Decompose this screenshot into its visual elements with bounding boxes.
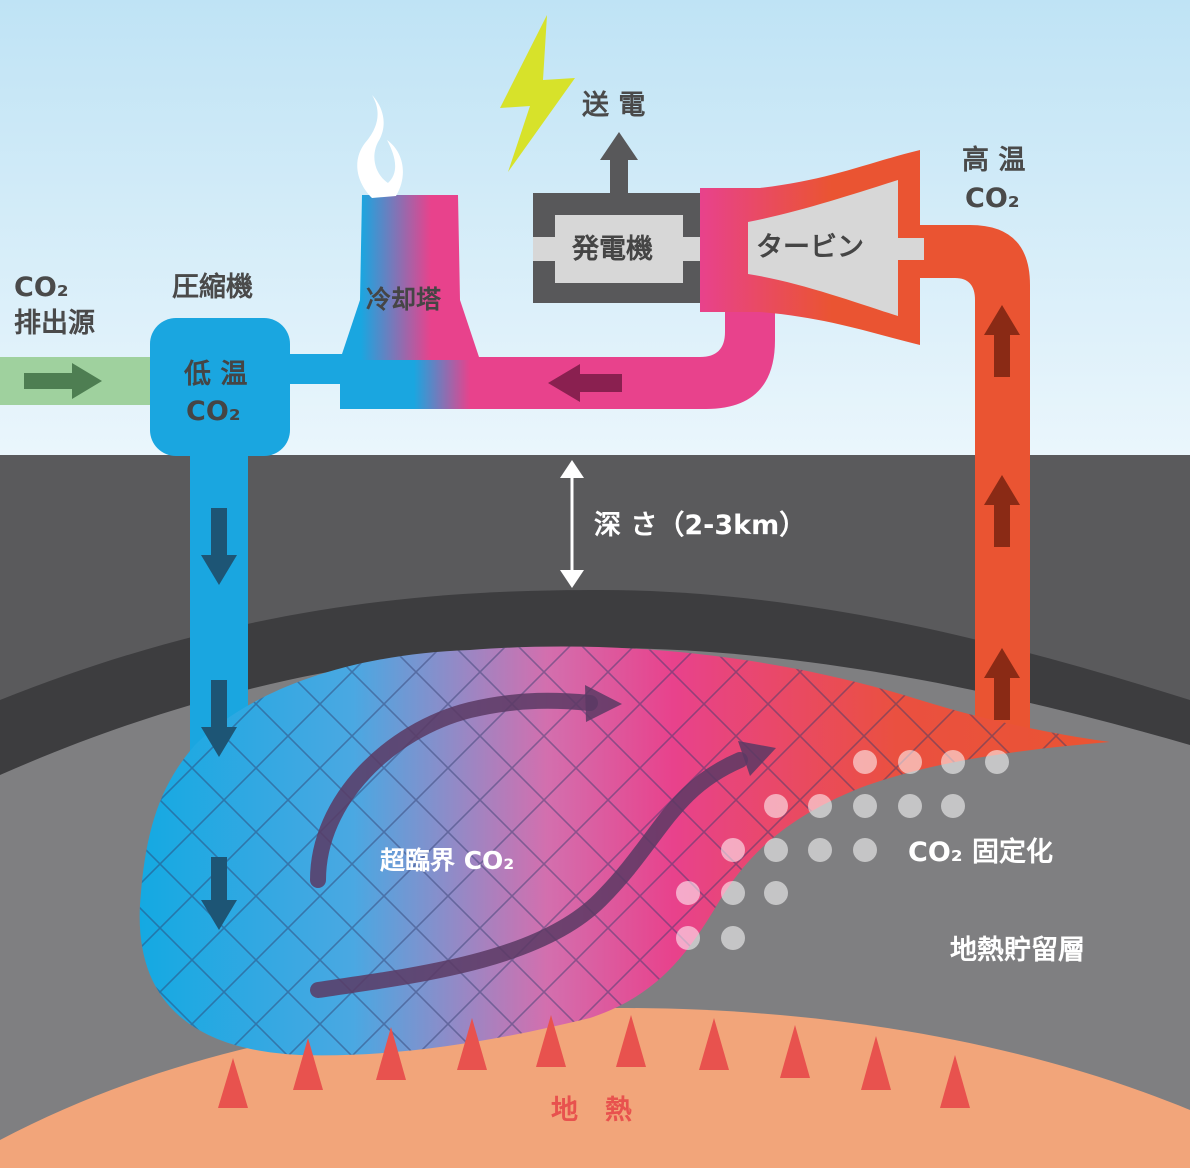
high-temp-co2-label: 高 温 — [962, 145, 1026, 176]
lightning-icon — [500, 15, 575, 172]
flow-arrow-icon — [984, 305, 1020, 720]
flow-arrow-icon — [201, 508, 237, 930]
high-temp-co2-label: CO₂ — [965, 183, 1020, 214]
flow-arrow-icon — [310, 685, 622, 888]
turbine-label: タービン — [756, 232, 864, 263]
steam-icon — [357, 95, 403, 198]
low-temp-co2-label: CO₂ — [186, 396, 241, 427]
flow-arrow-icon — [24, 363, 102, 399]
low-temp-co2-label: 低 温 — [184, 359, 248, 390]
generator-label: 発電機 — [572, 234, 653, 265]
heat-cone-icon — [218, 1015, 970, 1108]
depth-label: 深 さ（2-3km） — [594, 510, 807, 541]
flow-arrow-icon — [310, 741, 776, 998]
flow-arrow-icon — [600, 132, 638, 193]
co2-source-label: 排出源 — [14, 308, 95, 339]
cooling-tower-label: 冷却塔 — [366, 285, 442, 314]
geothermal-heat-label: 地 熱 — [551, 1095, 632, 1126]
compressor-label: 圧縮機 — [172, 272, 253, 303]
reservoir-label: 地熱貯留層 — [950, 935, 1085, 966]
transmission-label: 送 電 — [582, 90, 646, 121]
depth-arrow-icon — [560, 460, 584, 588]
co2-fixation-dots — [676, 750, 1009, 950]
co2-fixation-label: CO₂ 固定化 — [908, 837, 1053, 868]
flow-arrow-icon — [548, 364, 622, 402]
co2-source-label: CO₂ — [14, 272, 69, 303]
supercritical-co2-label: 超臨界 CO₂ — [380, 846, 515, 875]
